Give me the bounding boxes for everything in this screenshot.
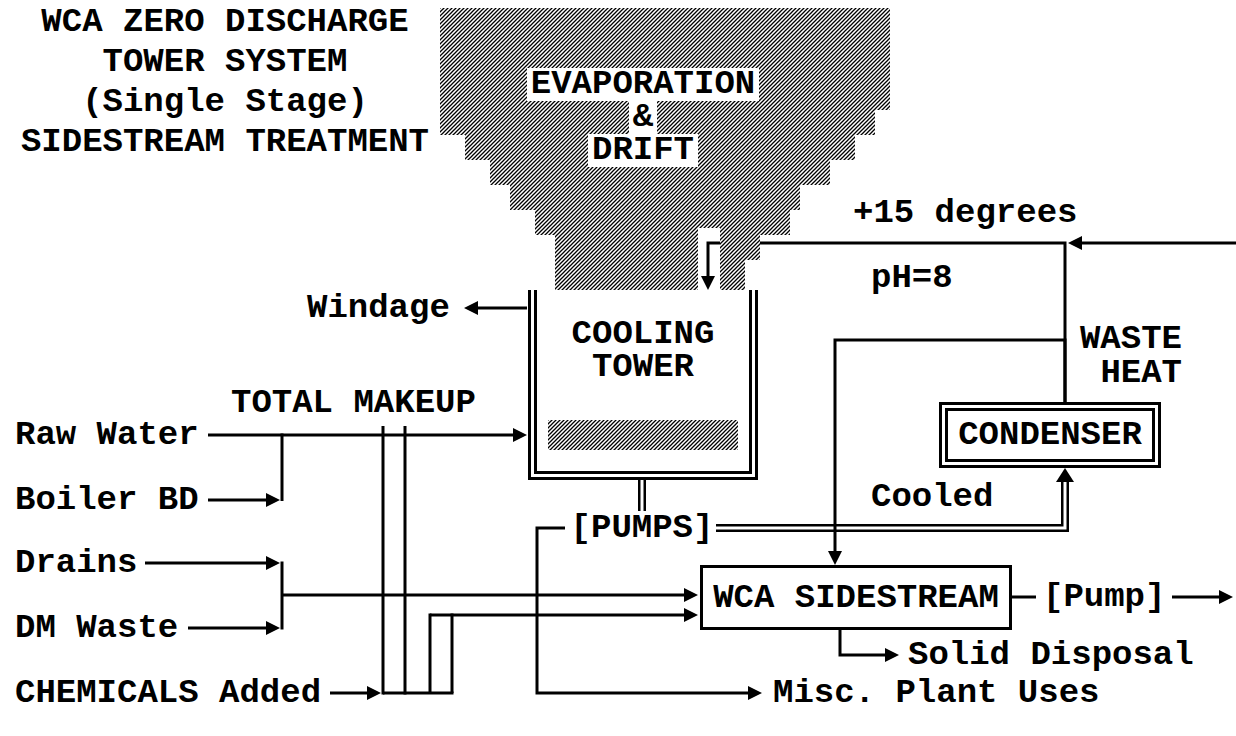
diagram-label: TOTAL MAKEUP <box>228 386 479 420</box>
node-text: CONDENSER <box>958 418 1142 452</box>
condenser-box: CONDENSER <box>939 402 1161 468</box>
text-line: COOLING <box>572 318 715 351</box>
text-line: DRIFT <box>588 134 698 167</box>
pipe-line <box>145 562 268 565</box>
pipe-line <box>451 614 454 694</box>
arrow-head <box>464 301 478 315</box>
pipe-line <box>1012 596 1036 599</box>
pipe-line <box>1080 242 1236 245</box>
diagram-label: WASTE HEAT <box>1077 322 1185 390</box>
edge-label: +15 degrees <box>850 196 1080 230</box>
text-line: EVAPORATION <box>527 68 759 101</box>
arrow-head <box>266 493 280 507</box>
diagram-label: Windage <box>304 291 453 325</box>
text-line: & <box>629 101 657 134</box>
arrow-head <box>885 648 899 662</box>
diagram-label: CHEMICALS Added <box>12 676 324 710</box>
arrow-head <box>684 588 698 602</box>
cooling-tower: COOLING TOWER <box>528 290 758 480</box>
diagram-label: Raw Water <box>12 418 202 452</box>
diagram-label: [PUMPS] <box>568 511 717 545</box>
sidestream-box: WCA SIDESTREAM <box>700 565 1012 630</box>
pipe-line <box>840 630 887 655</box>
pipe-line <box>1172 596 1221 599</box>
pipe-line <box>382 426 385 695</box>
pipe-line <box>281 434 284 502</box>
pipe-line <box>188 627 268 630</box>
basin-water <box>548 420 738 450</box>
arrow-head <box>748 686 762 700</box>
diagram-label: [Pump] <box>1040 580 1168 614</box>
node-text: WCA SIDESTREAM <box>713 581 999 615</box>
arrow-head <box>1219 590 1233 604</box>
diagram-label: Drains <box>12 546 140 580</box>
text-line: WCA ZERO DISCHARGE <box>21 2 429 42</box>
text-line: SIDESTREAM TREATMENT <box>21 122 429 162</box>
pipe-line <box>383 692 454 695</box>
arrow-head <box>513 428 527 442</box>
arrow-head <box>828 551 842 565</box>
diagram-label: Solid Disposal <box>905 638 1197 672</box>
arrow-head <box>367 686 381 700</box>
pipe-line <box>708 243 1065 402</box>
edge-label: Cooled <box>868 480 996 514</box>
diagram-label: DM Waste <box>12 611 181 645</box>
plume-hatch <box>440 8 890 290</box>
pipe-line <box>208 499 268 502</box>
pipe-line <box>330 692 369 695</box>
text-line: TOWER <box>572 351 715 384</box>
text-line: TOWER SYSTEM <box>21 42 429 82</box>
pipe-line <box>429 614 432 694</box>
evaporation-plume: EVAPORATION & DRIFT <box>440 8 890 290</box>
node-text: EVAPORATION & DRIFT <box>440 68 846 167</box>
diagram-label: pH=8 <box>868 261 956 295</box>
pipe-line <box>404 426 407 695</box>
arrow-head <box>266 621 280 635</box>
diagram-title: WCA ZERO DISCHARGE TOWER SYSTEM (Single … <box>18 2 432 162</box>
pipe-line <box>282 594 686 597</box>
node-text: COOLING TOWER <box>572 318 715 384</box>
text-line: WASTE <box>1080 322 1182 356</box>
arrow-head <box>684 608 698 622</box>
diagram-label: Misc. Plant Uses <box>770 676 1102 710</box>
diagram-label: Boiler BD <box>12 483 202 517</box>
pipe-line <box>208 434 515 437</box>
arrow-head <box>1056 468 1074 482</box>
arrow-head <box>266 556 280 570</box>
pipe-line <box>476 307 527 310</box>
arrow-head <box>266 236 1233 700</box>
text-line: HEAT <box>1080 356 1182 390</box>
text-line: (Single Stage) <box>21 82 429 122</box>
arrow-head <box>1068 236 1082 250</box>
pipe-line <box>145 243 1236 695</box>
pipe-line <box>430 614 686 617</box>
